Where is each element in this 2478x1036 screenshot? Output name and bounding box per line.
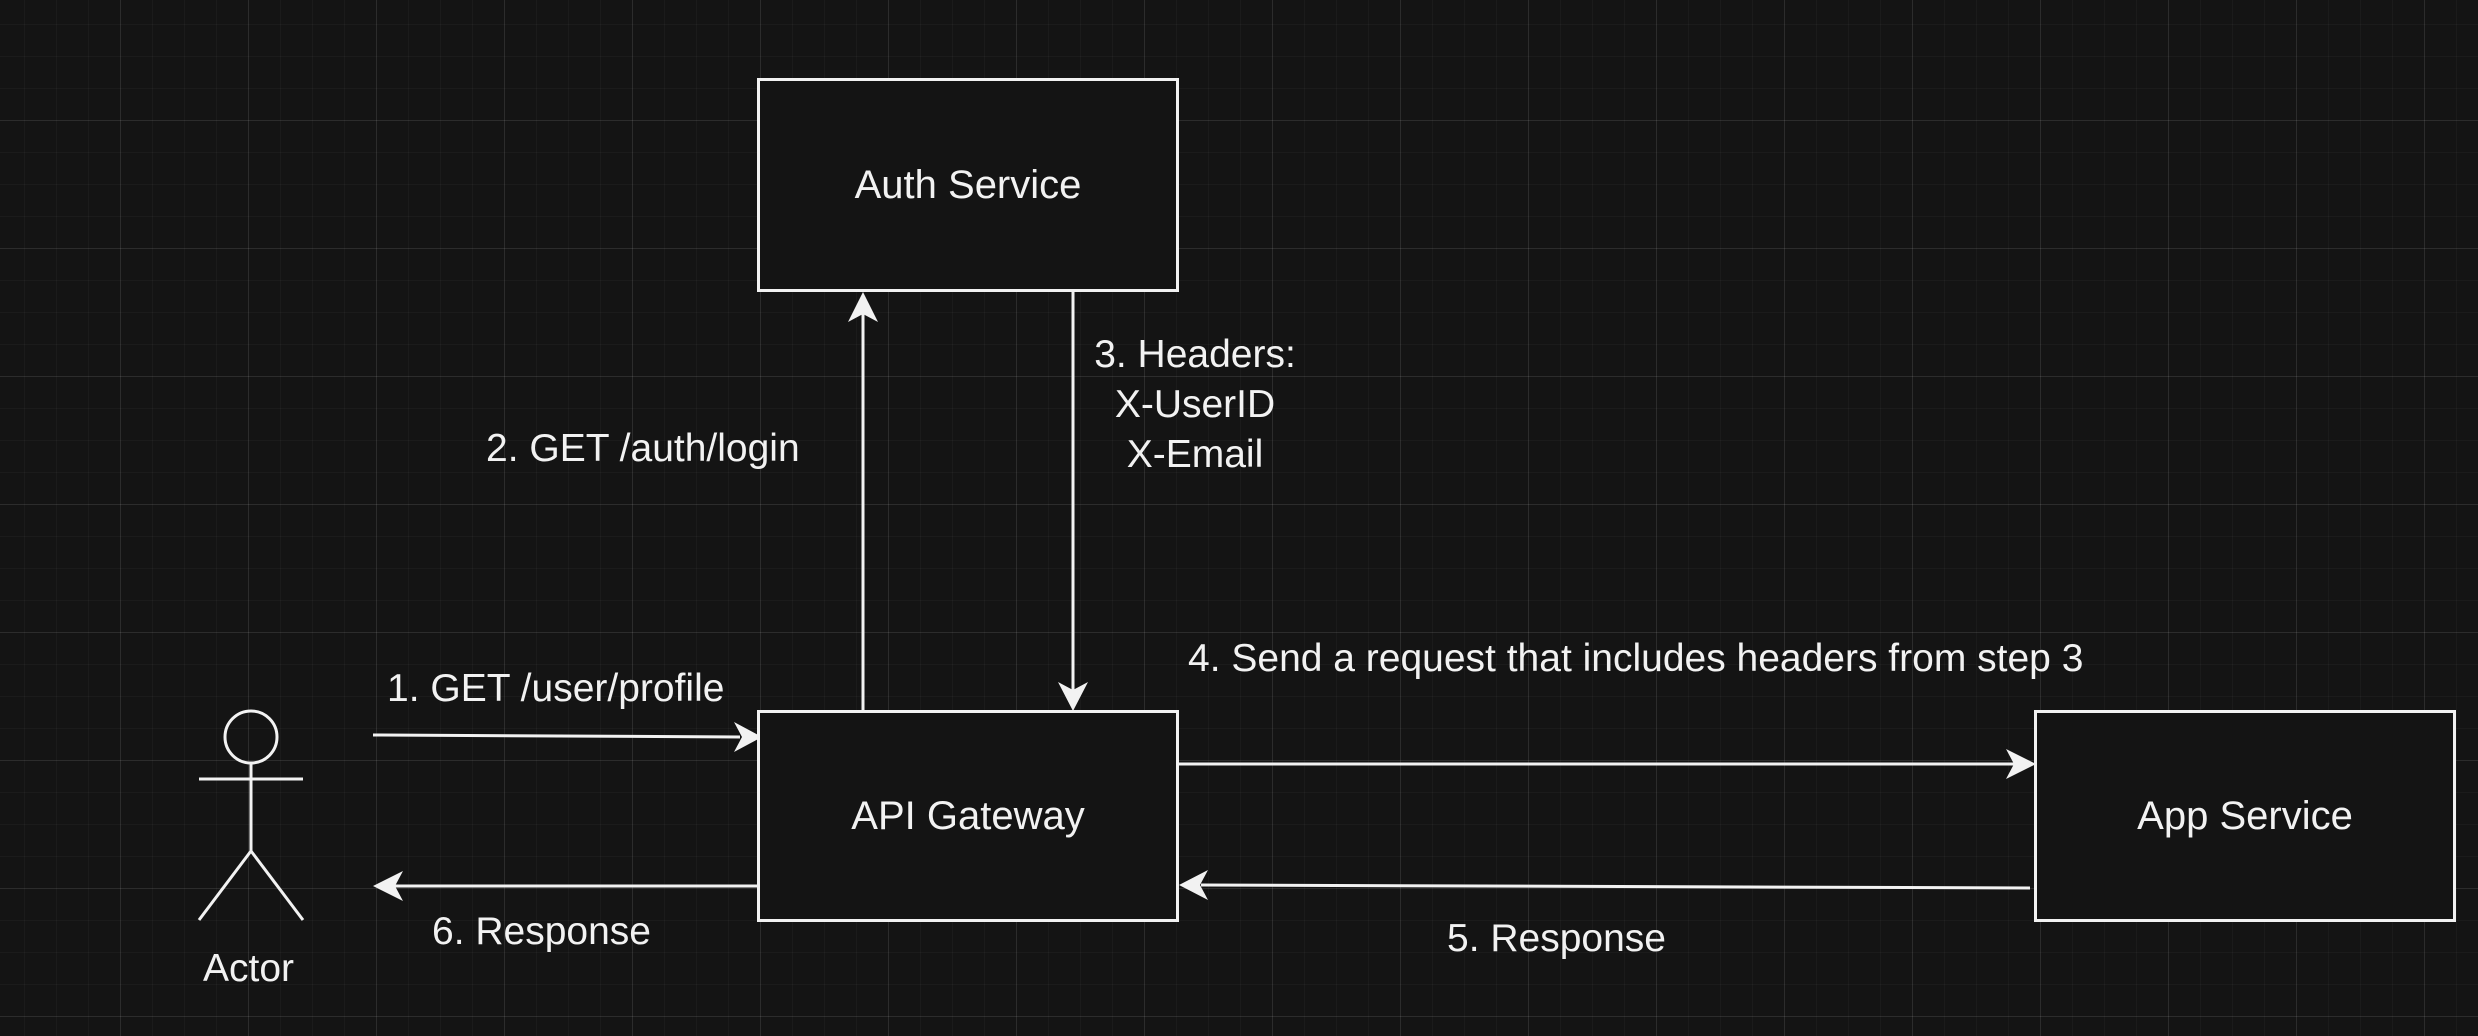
edge-step3-label: 3. Headers: X-UserID X-Email — [1075, 330, 1315, 480]
edge-step3-line1: 3. Headers: — [1094, 333, 1296, 376]
app-service-label: App Service — [2137, 793, 2353, 838]
edge-step5-label: 5. Response — [1447, 917, 1666, 960]
edge-step6-label: 6. Response — [432, 910, 651, 953]
auth-service-node[interactable]: Auth Service — [757, 78, 1179, 292]
edge-step2-label: 2. GET /auth/login — [486, 427, 800, 470]
api-gateway-node[interactable]: API Gateway — [757, 710, 1179, 922]
edge-step1-arrow — [372, 722, 762, 752]
app-service-node[interactable]: App Service — [2034, 710, 2456, 922]
edge-step4-label: 4. Send a request that includes headers … — [1188, 637, 2084, 680]
actor-label: Actor — [203, 947, 295, 990]
actor-figure-icon — [197, 709, 305, 921]
api-gateway-label: API Gateway — [851, 793, 1085, 838]
auth-service-label: Auth Service — [854, 162, 1082, 207]
edge-step3-arrow — [1058, 291, 1088, 711]
edge-step2-arrow — [848, 292, 878, 710]
edge-step6-arrow — [373, 871, 758, 901]
edge-step3-line2: X-UserID — [1114, 383, 1276, 426]
edge-step1-label: 1. GET /user/profile — [387, 667, 725, 710]
edge-step5-arrow — [1179, 870, 2031, 900]
edge-step4-arrow — [1179, 749, 2036, 779]
edge-step3-line3: X-Email — [1126, 433, 1264, 476]
